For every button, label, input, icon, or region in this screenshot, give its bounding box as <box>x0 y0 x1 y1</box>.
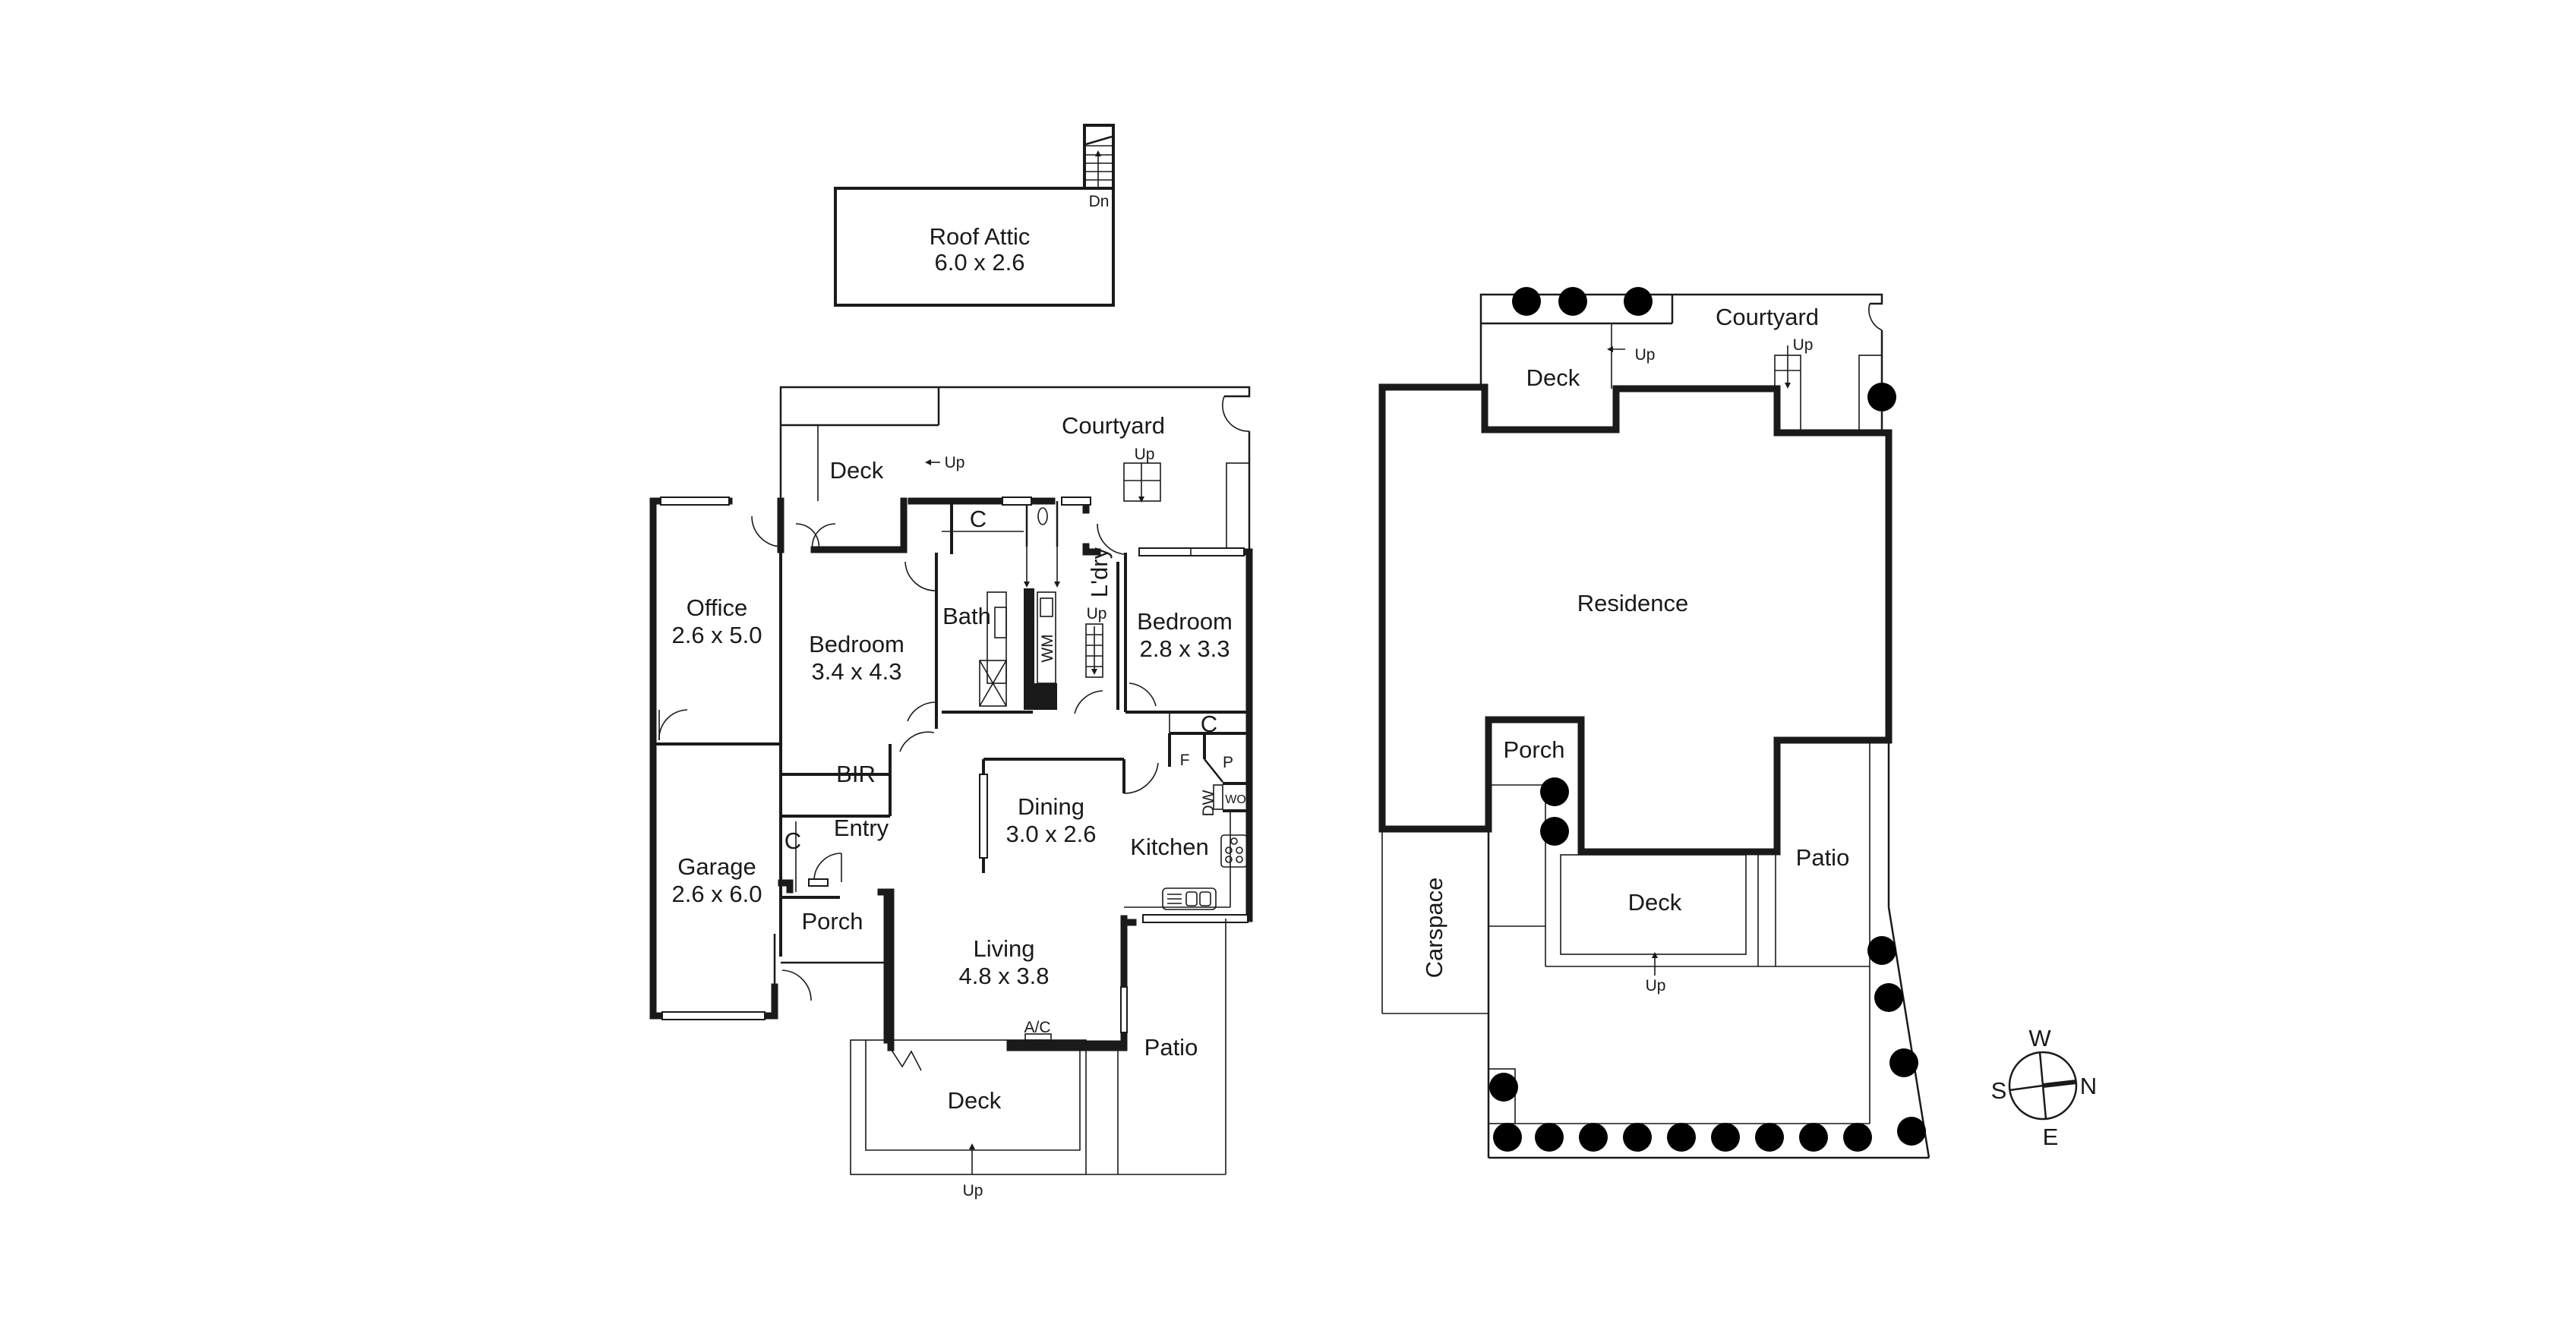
entry-name: Entry <box>834 815 889 841</box>
bedroom-second-name: Bedroom <box>1137 608 1233 635</box>
compass-south: S <box>1991 1077 2007 1104</box>
labels: Roof Attic 6.0 x 2.6 Dn Office 2.6 x 5.0… <box>672 193 2098 1199</box>
compass-east: E <box>2043 1124 2059 1150</box>
wall-oven-label: WO <box>1225 793 1246 806</box>
bedroom-main-name: Bedroom <box>809 631 904 657</box>
garage-name: Garage <box>677 853 756 880</box>
site-patio-label: Patio <box>1796 844 1850 871</box>
bath-name: Bath <box>942 603 991 629</box>
courtyard-up-label: Up <box>1135 446 1155 463</box>
site-deck-front-label: Deck <box>1628 889 1682 916</box>
ground-floor-plan <box>649 386 1253 1175</box>
site-courtyard-up-label: Up <box>1793 336 1814 354</box>
cupboard-label-1: C <box>970 506 987 532</box>
site-porch-label: Porch <box>1504 736 1565 763</box>
dishwasher-label: DW <box>1200 790 1217 816</box>
compass-north: N <box>2080 1073 2097 1099</box>
attic-stair-label: Dn <box>1089 193 1110 210</box>
porch-name: Porch <box>802 908 863 935</box>
site-front-deck-up-label: Up <box>1646 977 1666 995</box>
site-carspace-label: Carspace <box>1421 878 1447 979</box>
washing-machine-label: WM <box>1039 634 1056 662</box>
bir-label: BIR <box>836 761 876 787</box>
office-name: Office <box>687 594 747 621</box>
cupboard-label-3: C <box>1201 711 1217 737</box>
cupboard-label-2: C <box>784 827 801 854</box>
deck-front-name: Deck <box>948 1087 1002 1114</box>
living-name: Living <box>974 935 1035 962</box>
patio-name: Patio <box>1144 1034 1198 1061</box>
roof-attic <box>834 124 1115 307</box>
garage-size: 2.6 x 6.0 <box>672 881 762 907</box>
compass-rose-icon <box>2008 1051 2078 1121</box>
air-conditioner-label: A/C <box>1024 1019 1050 1036</box>
laundry-name: L'dry <box>1086 547 1113 597</box>
fridge-label: F <box>1180 752 1190 769</box>
bedroom-second-size: 2.8 x 3.3 <box>1140 635 1230 662</box>
dining-name: Dining <box>1018 793 1084 820</box>
office-size: 2.6 x 5.0 <box>672 622 762 648</box>
bedroom-main-size: 3.4 x 4.3 <box>812 658 902 685</box>
attic-size: 6.0 x 2.6 <box>935 249 1025 276</box>
site-residence-label: Residence <box>1577 590 1688 616</box>
front-deck-up-label: Up <box>963 1182 983 1199</box>
courtyard-name: Courtyard <box>1062 412 1165 439</box>
attic-name: Roof Attic <box>930 223 1031 250</box>
laundry-up-label: Up <box>1087 605 1107 623</box>
dining-size: 3.0 x 2.6 <box>1006 821 1097 847</box>
site-plan <box>1378 287 1930 1159</box>
compass-west: W <box>2028 1025 2051 1051</box>
living-size: 4.8 x 3.8 <box>959 963 1050 989</box>
kitchen-name: Kitchen <box>1130 834 1208 860</box>
site-courtyard-label: Courtyard <box>1716 304 1819 330</box>
deck-up-label: Up <box>945 454 965 471</box>
site-deck-up-label: Up <box>1635 346 1656 364</box>
pantry-label: P <box>1223 754 1233 771</box>
deck-rear-name: Deck <box>830 457 884 484</box>
site-deck-rear-label: Deck <box>1526 364 1580 391</box>
